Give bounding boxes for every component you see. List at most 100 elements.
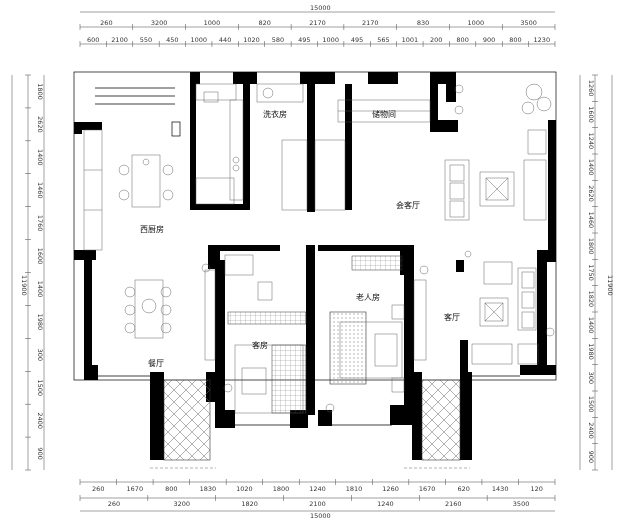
dimension-label: 1670 bbox=[127, 485, 144, 493]
dimension-label: 200 bbox=[430, 36, 442, 44]
dimension-label: 3200 bbox=[174, 500, 191, 508]
dimension-label: 1670 bbox=[419, 485, 436, 493]
dimension-label: 3500 bbox=[513, 500, 530, 508]
dimension-label: 1460 bbox=[36, 182, 44, 199]
fixtures bbox=[83, 83, 555, 426]
dimension-label: 900 bbox=[587, 451, 595, 463]
room-label-family-room: 会客厅 bbox=[396, 200, 420, 210]
dimension-label: 2170 bbox=[309, 19, 326, 27]
dimension-label: 1500 bbox=[587, 396, 595, 413]
balconies bbox=[150, 379, 470, 469]
dimension-label: 2100 bbox=[111, 36, 128, 44]
room-label-dining: 餐厅 bbox=[148, 359, 164, 368]
dimension-label: 900 bbox=[36, 447, 44, 459]
dimension-label: 1020 bbox=[236, 485, 253, 493]
dimension-label: 1800 bbox=[273, 485, 290, 493]
dimension-label: 2620 bbox=[36, 116, 44, 133]
dimension-right: 11900 1260 1600 1240 1400 2620 1460 1800 1750 18… bbox=[579, 74, 614, 471]
dimension-label: 2620 bbox=[587, 185, 595, 202]
dimension-label: 1240 bbox=[587, 133, 595, 150]
dimension-label: 495 bbox=[351, 36, 363, 44]
dimension-label: 260 bbox=[92, 485, 104, 493]
dimension-label: 3500 bbox=[520, 19, 537, 27]
guest-room-bed bbox=[204, 254, 307, 414]
dimension-label: 1400 bbox=[36, 149, 44, 166]
room-label-guest-room: 客房 bbox=[252, 340, 268, 350]
dimension-label: 600 bbox=[87, 36, 99, 44]
dimension-label: 120 bbox=[531, 485, 543, 493]
dimension-label: 1400 bbox=[36, 281, 44, 298]
room-label-elder-room: 老人房 bbox=[356, 292, 380, 302]
dimension-label: 820 bbox=[259, 19, 271, 27]
dimension-label: 1800 bbox=[587, 238, 595, 255]
dimension-label: 830 bbox=[417, 19, 429, 27]
dimension-label: 550 bbox=[140, 36, 152, 44]
dimension-label: 580 bbox=[272, 36, 284, 44]
dim-overall-bottom: 15000 bbox=[310, 512, 331, 520]
dimension-label: 1430 bbox=[492, 485, 509, 493]
dimension-label: 2170 bbox=[362, 19, 379, 27]
plant-icons bbox=[201, 83, 555, 413]
dimension-label: 900 bbox=[483, 36, 495, 44]
dimension-label: 1810 bbox=[346, 485, 363, 493]
dim-overall-top: 15000 bbox=[310, 4, 331, 12]
dimension-label: 800 bbox=[165, 485, 177, 493]
dimension-label: 1820 bbox=[587, 291, 595, 308]
dimension-label: 1830 bbox=[200, 485, 217, 493]
dining-table-lower bbox=[124, 279, 172, 339]
room-label-living-room: 客厅 bbox=[444, 312, 460, 322]
dimension-label: 1760 bbox=[36, 215, 44, 232]
dimension-label: 1980 bbox=[36, 314, 44, 331]
family-room-sofa bbox=[444, 129, 547, 221]
dimension-label: 300 bbox=[587, 372, 595, 384]
dimension-label: 495 bbox=[298, 36, 310, 44]
dimension-label: 620 bbox=[457, 485, 469, 493]
dimension-label: 1260 bbox=[382, 485, 399, 493]
dimension-label: 1600 bbox=[587, 106, 595, 123]
dimension-left: 11900 1800 2620 1400 1460 1760 1600 1400 1980 30… bbox=[11, 74, 45, 471]
dimension-bottom: 15000 260 1670 800 1830 1020 1800 1240 1810 1260… bbox=[79, 479, 556, 520]
room-labels: 洗衣房 储物间 西厨房 餐厅 会客厅 客房 老人房 客厅 bbox=[140, 109, 460, 368]
dimension-label: 1000 bbox=[190, 36, 207, 44]
dimension-label: 1460 bbox=[587, 212, 595, 229]
dimension-label: 2100 bbox=[309, 500, 326, 508]
dimension-label: 260 bbox=[100, 19, 112, 27]
dim-overall-left: 11900 bbox=[20, 275, 28, 296]
dimension-label: 1000 bbox=[468, 19, 485, 27]
dimension-label: 1500 bbox=[36, 379, 44, 396]
dimension-label: 1980 bbox=[587, 343, 595, 360]
room-label-laundry: 洗衣房 bbox=[263, 109, 287, 119]
walls bbox=[74, 72, 556, 460]
dimension-label: 300 bbox=[36, 349, 44, 361]
dimension-label: 2160 bbox=[445, 500, 462, 508]
living-room-sofa bbox=[413, 261, 539, 365]
dimension-label: 1400 bbox=[587, 159, 595, 176]
dimension-label: 565 bbox=[377, 36, 389, 44]
dim-overall-right: 11900 bbox=[606, 275, 614, 296]
dimension-label: 1400 bbox=[587, 317, 595, 334]
dimension-label: 1750 bbox=[587, 264, 595, 281]
dimension-label: 800 bbox=[509, 36, 521, 44]
dimension-label: 1260 bbox=[587, 80, 595, 97]
dimension-label: 440 bbox=[219, 36, 231, 44]
room-label-storage: 储物间 bbox=[372, 109, 396, 119]
dimension-label: 1800 bbox=[36, 83, 44, 100]
dimension-label: 1600 bbox=[36, 248, 44, 265]
dimension-label: 1820 bbox=[241, 500, 258, 508]
dimension-label: 260 bbox=[108, 500, 120, 508]
dimension-label: 1000 bbox=[322, 36, 339, 44]
dimension-label: 1240 bbox=[377, 500, 394, 508]
dimension-label: 450 bbox=[166, 36, 178, 44]
elder-room-bed bbox=[329, 255, 405, 393]
dimension-label: 1020 bbox=[243, 36, 260, 44]
staircase bbox=[281, 139, 346, 211]
dimension-label: 1230 bbox=[534, 36, 551, 44]
dimension-label: 2400 bbox=[587, 422, 595, 439]
dimension-label: 2400 bbox=[36, 412, 44, 429]
dimension-label: 800 bbox=[456, 36, 468, 44]
room-label-kitchen-dining: 西厨房 bbox=[140, 224, 164, 234]
dining-table-upper bbox=[118, 154, 174, 208]
